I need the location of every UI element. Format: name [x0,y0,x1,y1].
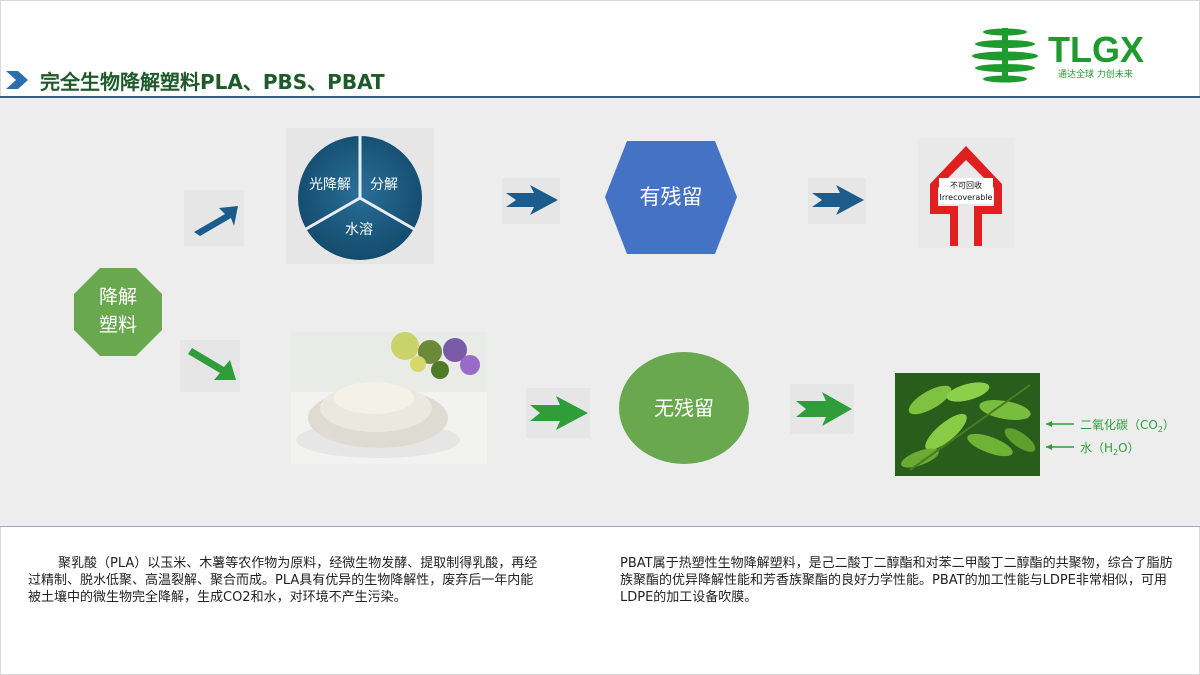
co2-text: 二氧化碳（CO [1080,418,1158,432]
svg-text:二氧化碳（CO2）: 二氧化碳（CO2） [1080,418,1175,434]
green-leaves-photo [895,373,1040,476]
co2-close: ） [1163,418,1175,432]
tlgx-logo: TLGX 通达全球 力创未来 [972,28,1144,83]
co2-subscript: 2 [1158,425,1163,434]
water-output: 水（H2O） [1046,441,1140,457]
arrow-right-icon [790,384,854,434]
logo-wordmark: TLGX [1048,29,1144,70]
irrecoverable-icon: 不可回收 Irrecoverable [918,138,1014,248]
arrow-right-icon [808,178,866,224]
residue-node: 有残留 [605,141,737,254]
arrow-down-right-icon [180,340,240,392]
logo-slogan: 通达全球 力创未来 [1058,68,1133,80]
page-title: 完全生物降解塑料PLA、PBS、PBAT [40,70,385,94]
pla-description: 聚乳酸（PLA）以玉米、木薯等农作物为原料，经微生物发酵、提取制得乳酸，再经过精… [28,556,538,605]
co2-output: 二氧化碳（CO2） [1046,418,1175,434]
process-diagram: 降解 塑料 光降解 分解 水溶 有残留 不可 [74,128,1175,476]
residue-label: 有残留 [640,185,703,209]
water-text: 水（H [1080,441,1113,455]
irrecoverable-zh: 不可回收 [950,180,982,190]
degradation-wheel: 光降解 分解 水溶 [286,128,434,264]
no-residue-node: 无残留 [619,352,749,464]
wheel-water-soluble: 水溶 [345,222,373,238]
no-residue-label: 无残留 [654,396,714,420]
wheel-decomposition: 分解 [370,177,398,193]
start-label-1: 降解 [99,286,137,308]
chevron-icon [6,71,28,89]
arrow-right-icon [502,178,560,224]
pbat-description: PBAT属于热塑性生物降解塑料，是己二酸丁二醇酯和对苯二甲酸丁二醇酯的共聚物，综… [620,556,1173,605]
logo-mark [972,28,1038,83]
degradable-plastic-node: 降解 塑料 [74,268,162,356]
water-subscript: 2 [1113,448,1118,457]
pla-pellets-photo [291,332,487,464]
title-divider [0,96,1200,98]
svg-text:水（H2O）: 水（H2O） [1080,441,1140,457]
arrow-up-right-icon [184,190,244,246]
start-label-2: 塑料 [99,314,137,336]
arrow-right-icon [526,388,590,438]
wheel-photodegradation: 光降解 [309,177,351,193]
water-close: O） [1118,441,1139,455]
irrecoverable-en: Irrecoverable [940,193,993,202]
